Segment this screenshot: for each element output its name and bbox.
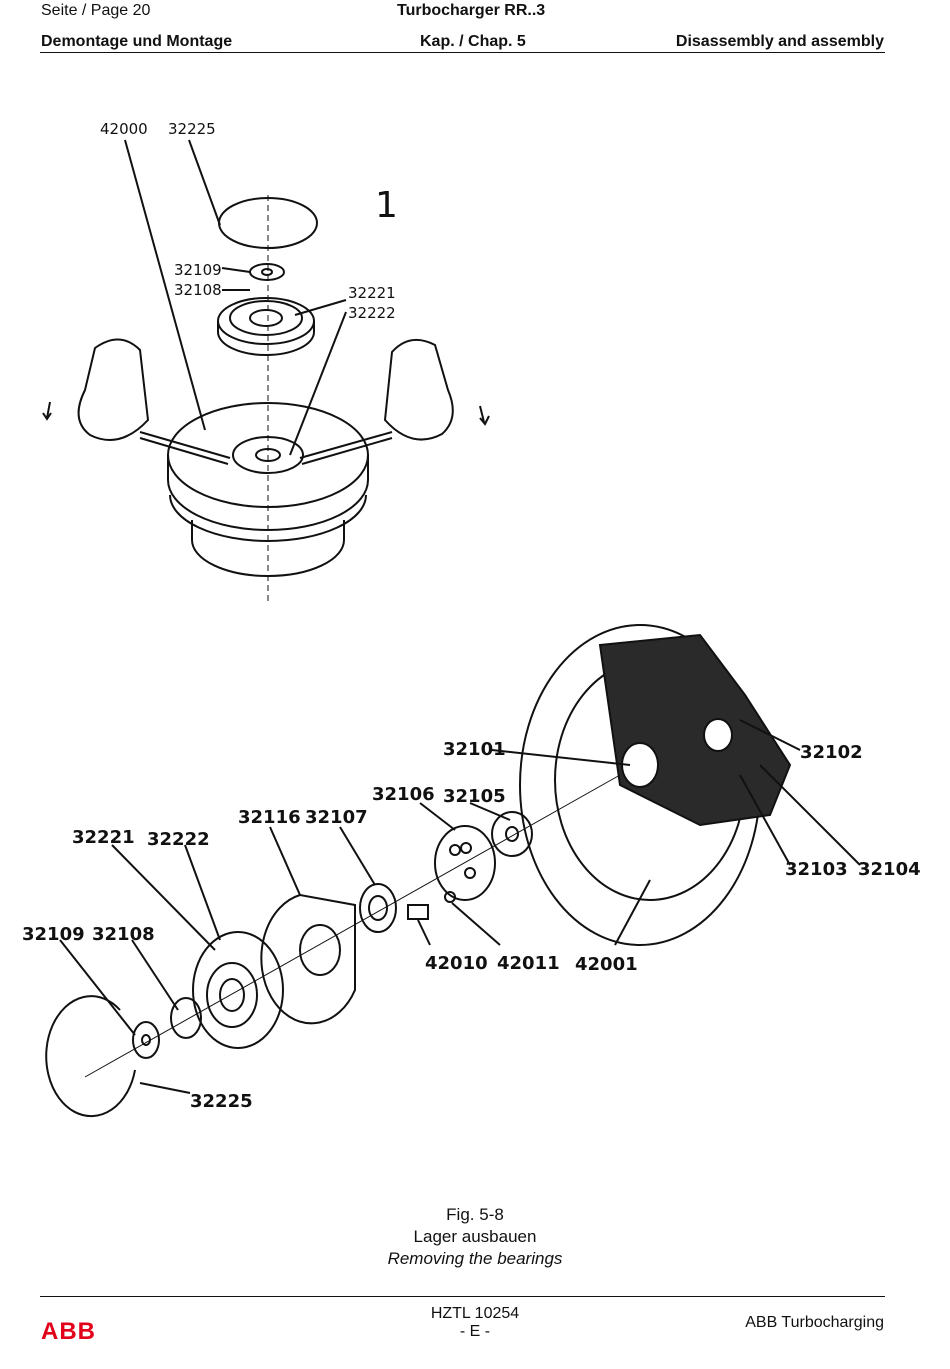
footer-rule xyxy=(40,1296,885,1297)
figure-number: Fig. 5-8 xyxy=(446,1205,504,1224)
caption-german: Lager ausbauen xyxy=(413,1227,537,1246)
bottom-label: 32104 xyxy=(858,859,921,880)
top-label: 32109 xyxy=(174,261,222,279)
top-label: 32225 xyxy=(168,120,216,138)
document-id: HZTL 10254 xyxy=(430,1305,520,1322)
page-number: Seite / Page 20 xyxy=(41,2,151,19)
chapter-label: Kap. / Chap. 5 xyxy=(420,33,526,50)
bottom-label: 32116 xyxy=(238,807,301,828)
bottom-label: 32102 xyxy=(800,742,863,763)
bottom-label: 32101 xyxy=(443,739,506,760)
top-label: 42000 xyxy=(100,120,148,138)
company-name: ABB Turbocharging xyxy=(745,1314,884,1331)
section-title-en: Disassembly and assembly xyxy=(675,33,884,50)
section-title-de: Demontage und Montage xyxy=(41,33,233,50)
bottom-label: 32103 xyxy=(785,859,848,880)
header-rule xyxy=(40,52,885,53)
top-label: 32221 xyxy=(348,284,396,302)
bottom-label: 32221 xyxy=(72,827,135,848)
top-label: 32108 xyxy=(174,281,222,299)
bottom-label: 42010 xyxy=(425,953,488,974)
figure-bottom-illustration: 32101 32102 32106 32105 32116 32107 3222… xyxy=(22,624,921,1118)
figure-top-illustration: 1 42000 32225 32109 32108 32221 32222 xyxy=(42,120,490,605)
bottom-label: 42001 xyxy=(575,954,638,975)
bottom-label: 32108 xyxy=(92,924,155,945)
step-number: 1 xyxy=(375,185,398,226)
bottom-label: 32225 xyxy=(190,1091,253,1112)
abb-logo: ABB xyxy=(41,1318,96,1345)
bottom-label: 42011 xyxy=(497,953,560,974)
product-title: Turbocharger RR..3 xyxy=(397,2,546,19)
bottom-label: 32107 xyxy=(305,807,368,828)
bottom-label: 32105 xyxy=(443,786,506,807)
edition-label: - E - xyxy=(459,1323,491,1340)
bottom-label: 32109 xyxy=(22,924,85,945)
bottom-label: 32222 xyxy=(147,829,210,850)
top-label: 32222 xyxy=(348,304,396,322)
caption-english: Removing the bearings xyxy=(387,1249,563,1268)
bottom-label: 32106 xyxy=(372,784,435,805)
